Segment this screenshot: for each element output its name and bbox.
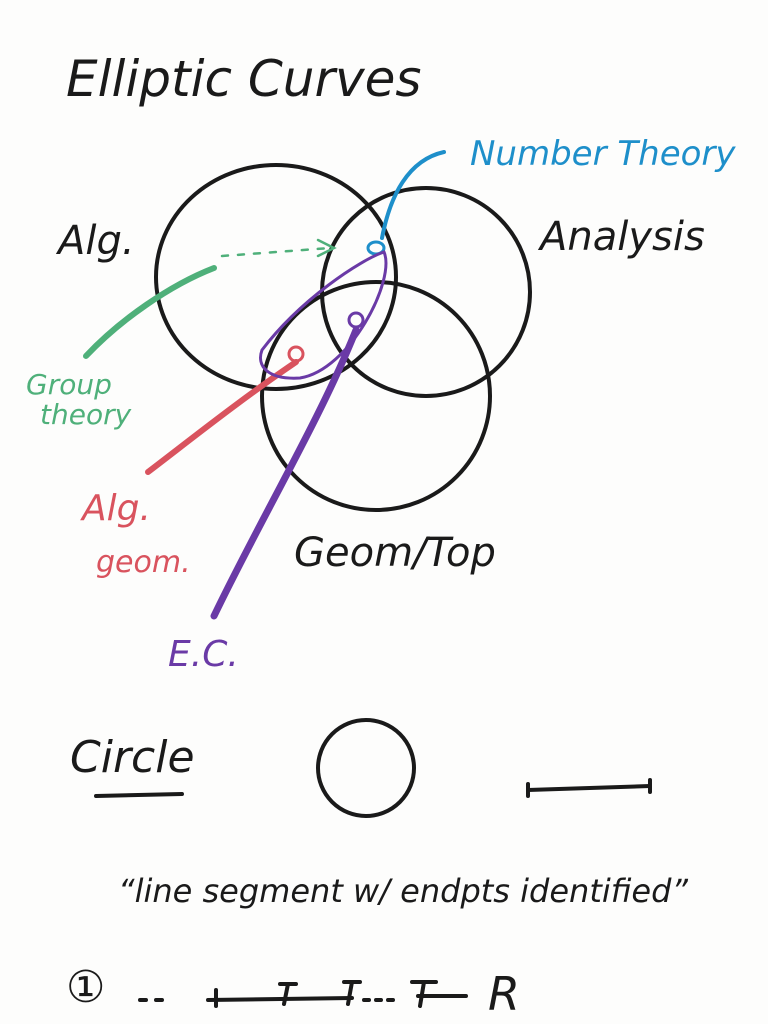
group-theory-arrowhead [316, 238, 337, 258]
item-one: ① R [66, 962, 520, 1021]
label-alg-geom-1: Alg. [80, 488, 151, 529]
item-one-marker: ① [66, 962, 105, 1013]
circle-quote: “line segment w/ endpts identified” [118, 872, 688, 910]
label-algebra: Alg. [55, 218, 135, 264]
venn-circle-algebra [154, 163, 398, 391]
ec-region-outline [259, 250, 388, 380]
alg-geom-dot [287, 345, 305, 363]
annotation-number-theory: Number Theory [366, 134, 736, 256]
group-theory-dotted-line [220, 246, 332, 258]
label-group-theory-1: Group [26, 368, 112, 401]
label-geometry: Geom/Top [294, 530, 496, 576]
venn-circle-geometry [260, 280, 492, 512]
label-number-theory: Number Theory [470, 134, 736, 174]
label-ec: E.C. [168, 634, 239, 675]
group-theory-arrow [83, 265, 217, 359]
annotation-alg-geom: Alg. geom. [80, 345, 305, 580]
item-one-line [206, 996, 354, 1002]
circle-heading-underline [94, 792, 184, 798]
venn-circle-analysis [320, 186, 532, 398]
label-analysis: Analysis [537, 214, 705, 260]
number-theory-arrow [380, 150, 446, 240]
venn-diagram [154, 163, 532, 512]
item-one-tick-3 [342, 980, 362, 1006]
ec-dot [347, 311, 365, 329]
circle-drawing [316, 718, 416, 818]
ec-arrow [210, 326, 360, 620]
circle-section: Circle “line segment w/ endpts identifie… [70, 718, 688, 910]
circle-heading: Circle [70, 732, 195, 783]
label-alg-geom-2: geom. [96, 545, 191, 580]
label-group-theory-2: theory [40, 398, 132, 431]
annotation-ec: E.C. [168, 250, 388, 675]
annotation-group-theory: Group theory [26, 238, 337, 431]
page-title: Elliptic Curves [66, 50, 421, 108]
item-one-tick-2 [278, 982, 298, 1006]
item-one-result: R [488, 967, 520, 1021]
item-one-tick-4 [410, 980, 468, 1008]
line-segment-drawing [526, 784, 652, 792]
